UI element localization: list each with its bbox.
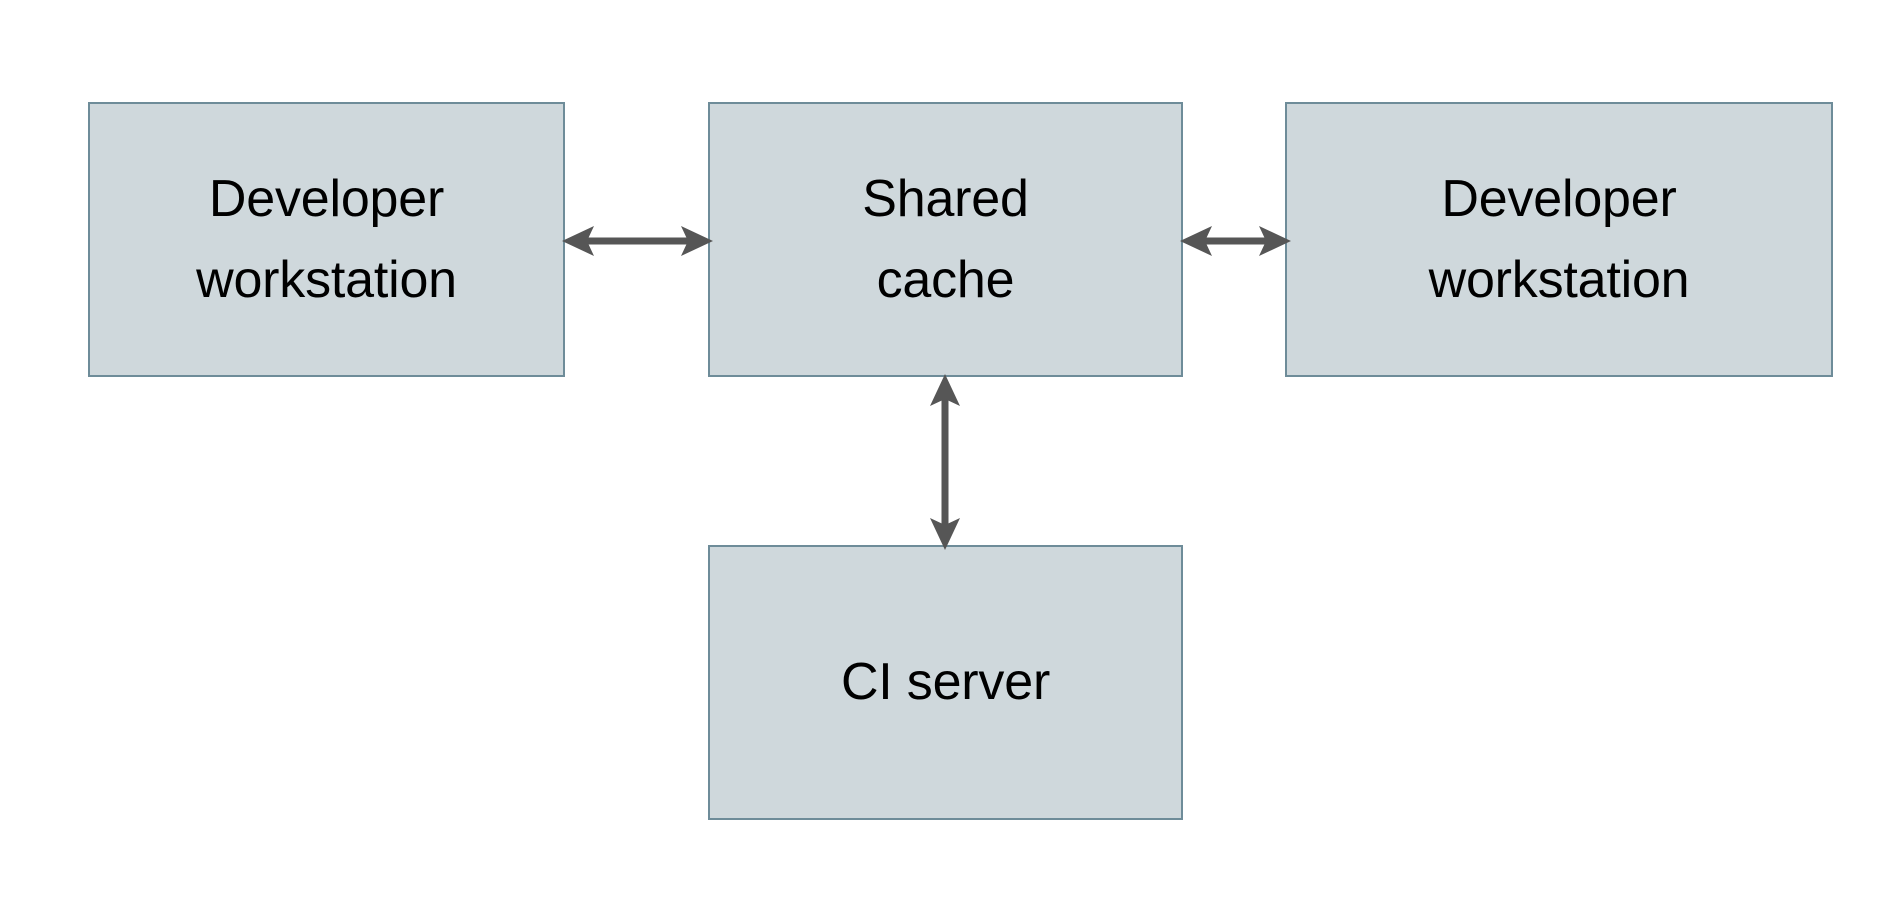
node-label: CI server	[840, 653, 1051, 712]
node-label: Developer workstation	[196, 169, 457, 309]
edge-shared-cache-to-ci-server[interactable]	[910, 372, 980, 552]
edge-dev-left-to-shared-cache[interactable]	[560, 206, 715, 276]
node-developer-workstation-left[interactable]: Developer workstation	[88, 102, 565, 377]
arrowhead-down-icon	[930, 518, 960, 550]
node-ci-server[interactable]: CI server	[708, 545, 1183, 820]
node-label: Developer workstation	[1428, 169, 1690, 309]
edge-shared-cache-to-dev-right[interactable]	[1178, 206, 1293, 276]
node-shared-cache[interactable]: Shared cache	[708, 102, 1183, 377]
arrowhead-left-icon	[1180, 226, 1212, 256]
arrowhead-up-icon	[930, 374, 960, 406]
node-developer-workstation-right[interactable]: Developer workstation	[1285, 102, 1833, 377]
arrowhead-left-icon	[562, 226, 594, 256]
arrowhead-right-icon	[681, 226, 713, 256]
arrowhead-right-icon	[1259, 226, 1291, 256]
node-label: Shared cache	[862, 169, 1029, 309]
